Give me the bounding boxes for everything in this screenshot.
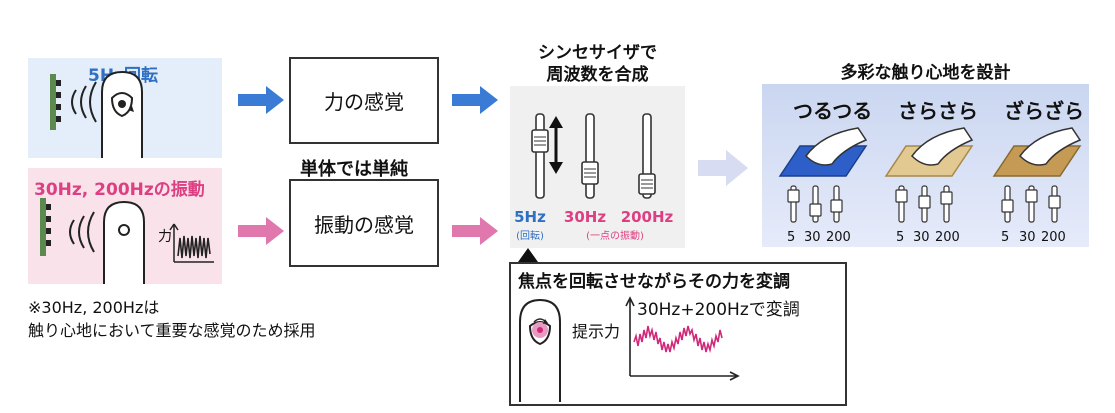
modulated-waveform [633, 325, 723, 354]
modulation-title: 焦点を回転させながらその力を変調 [518, 272, 790, 292]
synth-title-line-2: 周波数を合成 [546, 65, 649, 85]
transducer-array-icon [40, 198, 51, 256]
transducer-array-icon [50, 74, 61, 130]
synth-title-line-1: シンセサイザで [538, 43, 657, 63]
force-presentation-label: 提示力 [572, 322, 621, 341]
finger-icon [101, 70, 143, 158]
wave-arcs-icon [71, 81, 97, 123]
rough-freq-30: 30 [1019, 230, 1036, 245]
slider-5hz-sublabel: (回転) [516, 231, 544, 242]
modulation-illustration [519, 296, 740, 402]
rotation-finger-illustration [50, 70, 143, 158]
finger-icon [519, 298, 561, 402]
light-arrow [698, 150, 748, 186]
footnote-line-1: ※30Hz, 200Hzは [28, 298, 160, 317]
texture-label-rough: ざらざら [1004, 99, 1084, 123]
slider-200hz-label: 200Hz [620, 208, 674, 226]
texture-illustrations [778, 127, 1082, 223]
vibration-finger-illustration [40, 198, 214, 284]
force-glyph: 力 [158, 229, 172, 245]
mini-sliders-smooth [787, 185, 843, 223]
slider-vibration-sublabel: (一点の振動) [586, 231, 644, 242]
rough-surface-icon [992, 127, 1082, 177]
dry-freq-30: 30 [913, 230, 930, 245]
force-sense-box: 力の感覚 [289, 57, 439, 144]
vibration-label: 30Hz, 200Hzの振動 [34, 180, 205, 200]
smooth-freq-5: 5 [787, 230, 796, 245]
slider-30hz-label: 30Hz [563, 208, 607, 226]
modulation-box [509, 262, 847, 406]
rough-freq-5: 5 [1001, 230, 1010, 245]
texture-label-dry: さらさら [898, 99, 978, 123]
modulation-graph-axes [625, 296, 740, 381]
dry-surface-icon [884, 127, 974, 177]
slider-5hz-label: 5Hz [514, 208, 546, 226]
slider-30hz [581, 113, 599, 199]
synth-sliders [531, 113, 656, 199]
vibration-sense-label: 振動の感覚 [314, 212, 414, 237]
dry-freq-200: 200 [935, 230, 960, 245]
smooth-surface-icon [778, 127, 868, 177]
simple-note: 単体では単純 [300, 159, 408, 180]
slider-200hz [638, 113, 656, 199]
pink-arrow-2 [452, 217, 498, 245]
texture-title: 多彩な触り心地を設計 [840, 63, 1011, 83]
vibration-waveform-icon [169, 223, 214, 263]
mini-sliders-dry [895, 185, 953, 223]
wave-arcs-icon [69, 211, 95, 253]
rough-freq-200: 200 [1041, 230, 1066, 245]
vibration-sense-box: 振動の感覚 [289, 179, 439, 267]
pink-arrow-1 [238, 217, 284, 245]
mini-sliders-rough [1001, 185, 1061, 223]
smooth-freq-30: 30 [804, 230, 821, 245]
blue-arrow-1 [238, 86, 284, 114]
slider-5hz [531, 113, 549, 199]
blue-arrow-2 [452, 86, 498, 114]
up-down-arrow-icon [549, 116, 563, 174]
modulation-caption: 30Hz+200Hzで変調 [637, 300, 800, 320]
footnote-line-2: 触り心地において重要な感覚のため採用 [28, 321, 316, 340]
texture-label-smooth: つるつる [793, 99, 873, 123]
smooth-freq-200: 200 [826, 230, 851, 245]
dry-freq-5: 5 [896, 230, 905, 245]
force-sense-label: 力の感覚 [324, 90, 404, 114]
finger-icon [103, 200, 145, 284]
pointer-triangle [518, 248, 538, 262]
